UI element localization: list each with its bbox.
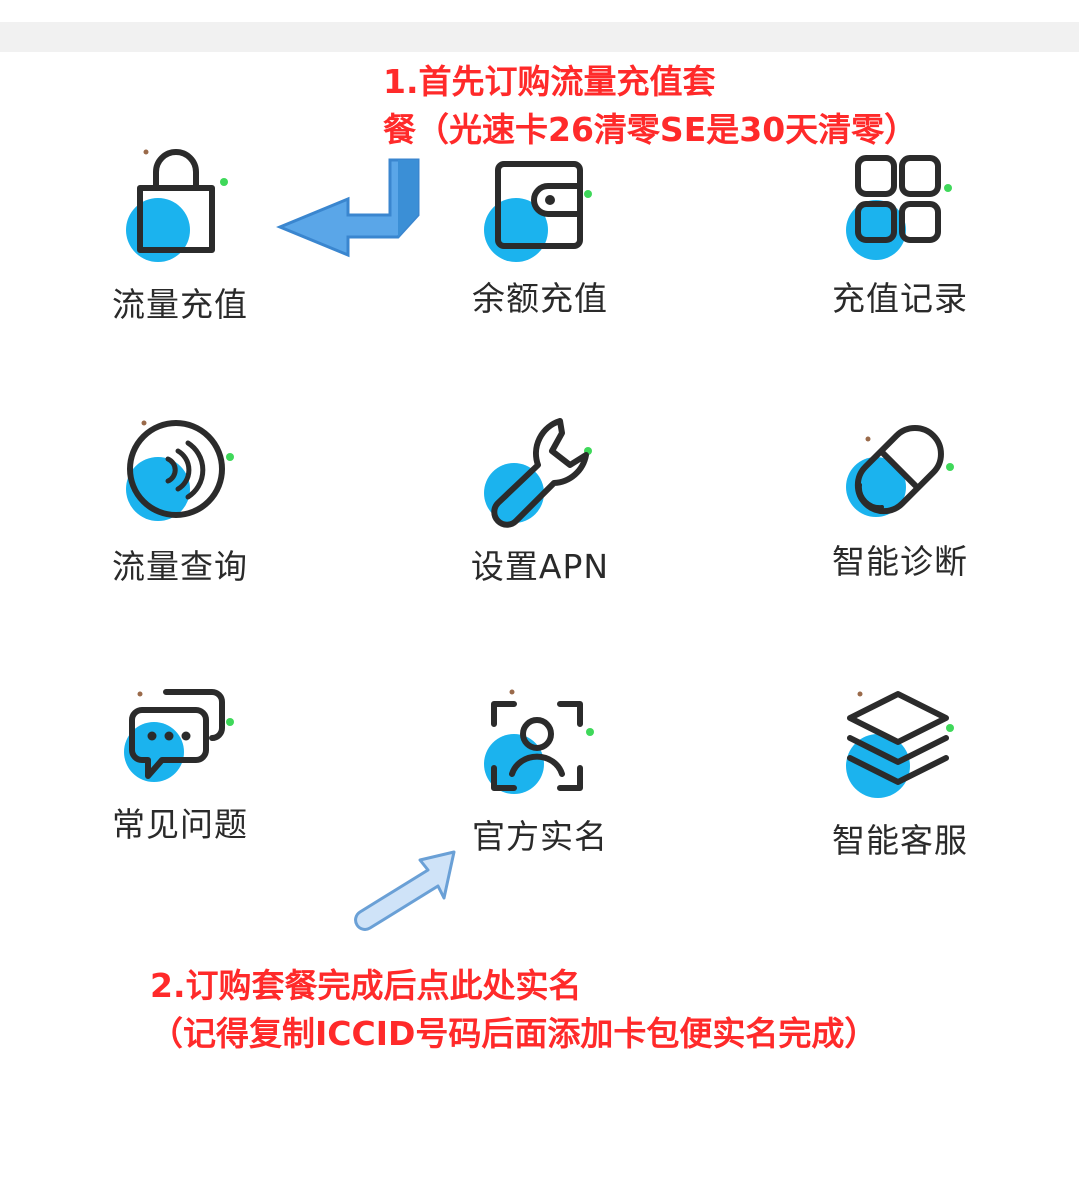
top-bar [0, 0, 1079, 52]
tile-recharge-records[interactable]: 充值记录 [780, 130, 1020, 370]
layers-icon [838, 686, 988, 816]
tile-label: 智能诊断 [832, 542, 968, 581]
tile-label: 官方实名 [472, 817, 608, 856]
step1-annotation-line1: 1.首先订购流量充值套 [383, 62, 716, 101]
face-scan-icon [478, 689, 628, 820]
tile-smart-service[interactable]: 智能客服 [780, 680, 1020, 920]
tile-traffic-recharge[interactable]: 流量充值 [60, 130, 300, 370]
step2-annotation-line2: （记得复制ICCID号码后面添加卡包便实名完成） [150, 1014, 878, 1053]
tile-smart-diagnosis[interactable]: 智能诊断 [780, 405, 1020, 645]
tile-label: 流量充值 [112, 285, 248, 324]
tile-traffic-query[interactable]: 流量查询 [60, 405, 300, 645]
top-bar-strip [0, 22, 1079, 52]
grid-squares-icon [838, 142, 988, 272]
tile-label: 智能客服 [832, 821, 968, 860]
tile-balance-recharge[interactable]: 余额充值 [420, 130, 660, 370]
tile-label: 设置APN [470, 547, 610, 586]
tile-label: 常见问题 [112, 805, 248, 844]
wallet-icon [478, 142, 628, 272]
up-right-arrow-icon [354, 850, 456, 931]
tile-faq[interactable]: 常见问题 [60, 680, 300, 920]
capsule-icon [838, 411, 988, 541]
tile-label: 充值记录 [832, 279, 968, 318]
step2-annotation-line1: 2.订购套餐完成后点此处实名 [150, 966, 582, 1005]
signal-waves-icon [118, 411, 268, 541]
step1-annotation-line2: 餐（光速卡26清零SE是30天清零） [383, 110, 918, 149]
shopping-bag-icon [118, 142, 268, 272]
tile-official-realname[interactable]: 官方实名 [420, 680, 660, 920]
wrench-icon [478, 411, 628, 541]
tile-label: 流量查询 [112, 547, 248, 586]
left-arrow-icon [276, 158, 420, 258]
chat-bubbles-icon [118, 686, 268, 816]
tile-set-apn[interactable]: 设置APN [420, 405, 660, 645]
tile-label: 余额充值 [472, 279, 608, 318]
